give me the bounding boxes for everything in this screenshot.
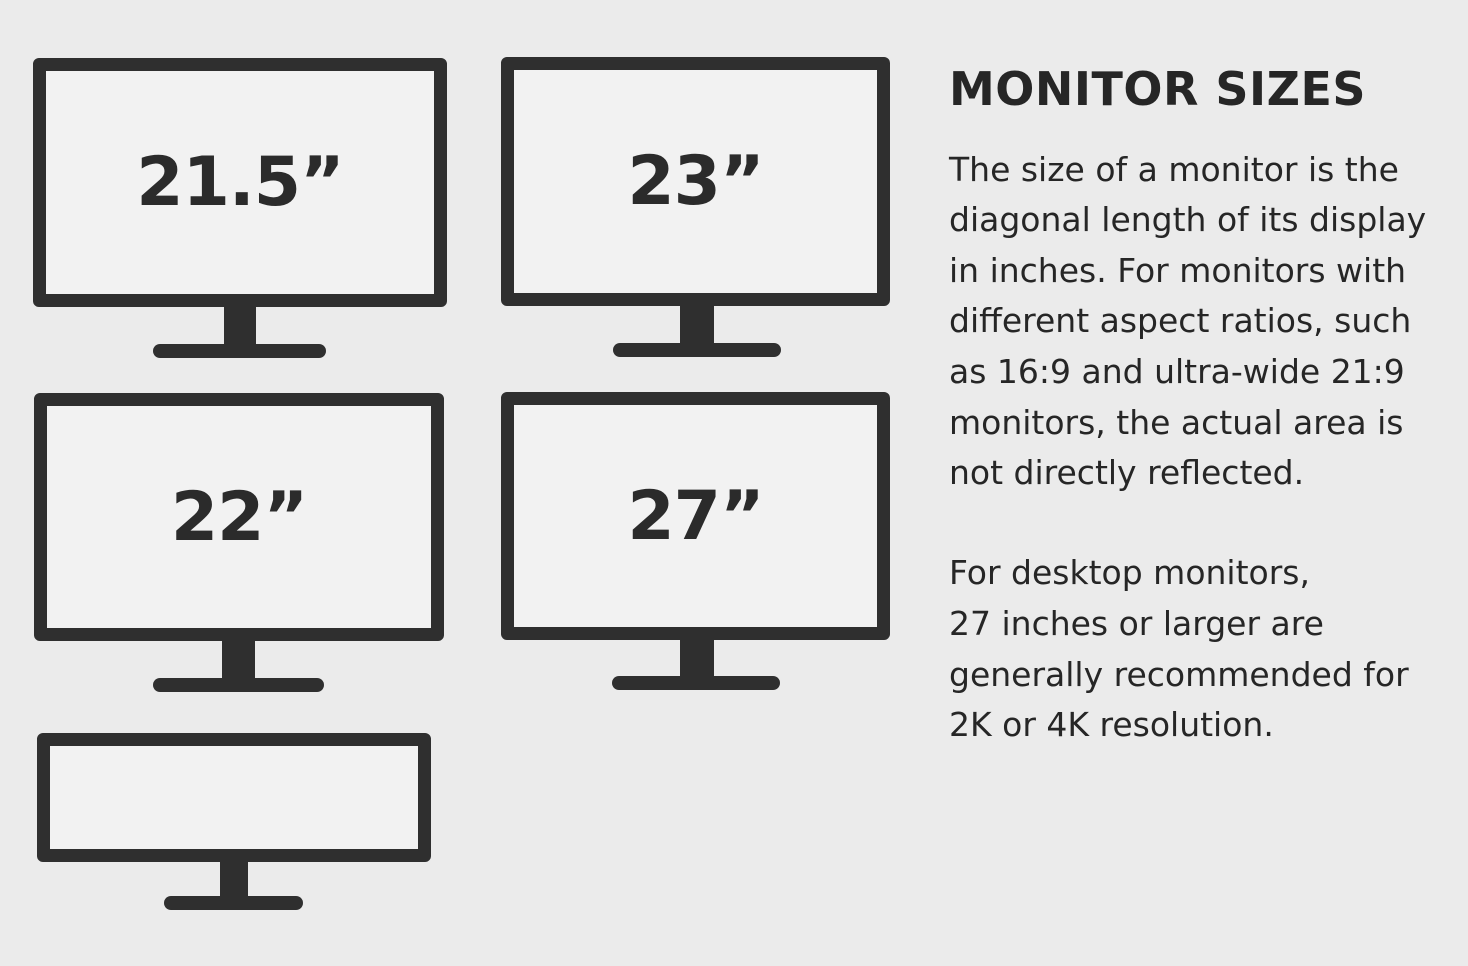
monitor-screen: 21.5”	[33, 58, 447, 307]
monitor-screen: 22”	[34, 393, 444, 641]
text-line: as 16:9 and ultra-wide 21:9	[949, 352, 1405, 391]
monitor-base	[613, 343, 781, 357]
monitor-base	[153, 678, 324, 692]
monitor-screen: 23”	[501, 57, 890, 306]
monitor-base	[612, 676, 780, 690]
text-line: For desktop monitors,	[949, 553, 1310, 592]
text-line: not directly reflected.	[949, 453, 1305, 492]
page-title: MONITOR SIZES	[949, 62, 1367, 116]
text-line: diagonal length of its display	[949, 200, 1427, 239]
text-line: 27 inches or larger are	[949, 604, 1324, 643]
monitor-size-label: 21.5”	[136, 143, 344, 222]
text-line: generally recommended for	[949, 655, 1409, 694]
text-line: 2K or 4K resolution.	[949, 705, 1274, 744]
monitor-neck	[680, 304, 714, 345]
monitor-size-label: 23”	[627, 142, 764, 221]
monitor-neck	[220, 860, 248, 898]
monitor-base	[153, 344, 326, 358]
text-line: The size of a monitor is the	[949, 150, 1399, 189]
monitor-neck	[224, 305, 256, 346]
monitor-size-label: 27”	[627, 476, 764, 556]
monitor-neck	[680, 638, 714, 678]
monitor-screen	[37, 733, 431, 862]
monitor-neck	[222, 639, 255, 680]
monitor-base	[164, 896, 303, 910]
text-line: different aspect ratios, such	[949, 301, 1412, 340]
monitor-screen: 27”	[501, 392, 890, 640]
text-line: in inches. For monitors with	[949, 251, 1407, 290]
text-line: monitors, the actual area is	[949, 403, 1404, 442]
monitor-size-label: 22”	[170, 477, 308, 557]
